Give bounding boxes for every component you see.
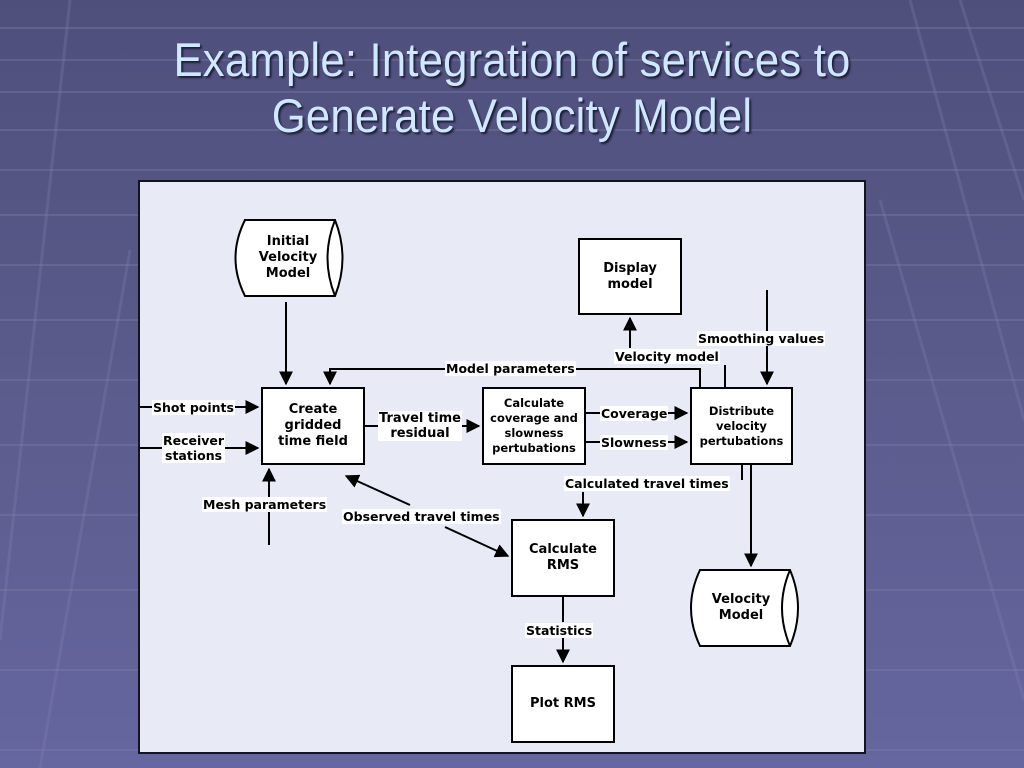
slide-title: Example: Integration of services to Gene… <box>36 32 988 144</box>
initial-velocity-model-label: Initial Velocity Model <box>258 234 318 281</box>
calculate-rms-node[interactable] <box>511 519 615 597</box>
display-model-label: Display model <box>603 260 657 292</box>
calculate-coverage-label: Calculate coverage and slowness pertubat… <box>490 396 578 455</box>
calculate-coverage-node[interactable] <box>482 387 586 465</box>
distribute-velocity-node[interactable] <box>690 387 793 465</box>
slowness-label: Slowness <box>600 435 668 450</box>
plot-rms-node[interactable] <box>511 665 615 743</box>
calculate-rms-label: Calculate RMS <box>529 542 597 573</box>
edge-velocity-model-display <box>630 318 726 388</box>
shot-points-label: Shot points <box>152 400 235 415</box>
travel-time-residual-label: Travel time residual <box>378 411 462 441</box>
velocity-model-node[interactable] <box>690 569 799 647</box>
initial-velocity-model-node[interactable] <box>234 219 344 297</box>
observed-travel-times-label: Observed travel times <box>342 509 501 524</box>
smoothing-values-label: Smoothing values <box>697 331 826 346</box>
receiver-stations-label: Receiver stations <box>162 433 226 463</box>
calculated-travel-times-label: Calculated travel times <box>564 476 730 491</box>
model-parameters-label: Model parameters <box>445 361 576 376</box>
velocity-model-node-edge <box>781 569 791 647</box>
velocity-model-edge-label: Velocity model <box>614 349 720 364</box>
display-model-node[interactable] <box>578 238 682 315</box>
create-gridded-time-field-node[interactable] <box>261 387 365 465</box>
initial-velocity-model-node-edge <box>326 219 336 297</box>
edge-observed-travel-times-up <box>344 474 411 506</box>
edge-calculated-travel-times <box>583 464 743 516</box>
slide-title-line-2: Generate Velocity Model <box>271 89 753 142</box>
slide-title-line-1: Example: Integration of services to <box>173 33 851 86</box>
distribute-velocity-label: Distribute velocity pertubations <box>699 403 784 448</box>
mesh-parameters-label: Mesh parameters <box>202 497 328 512</box>
edge-observed-travel-times-down <box>444 526 510 558</box>
velocity-model-label: Velocity Model <box>711 592 771 623</box>
create-gridded-time-field-label: Create gridded time field <box>278 402 348 449</box>
coverage-label: Coverage <box>600 406 669 421</box>
statistics-label: Statistics <box>525 623 594 638</box>
plot-rms-label: Plot RMS <box>530 696 596 711</box>
